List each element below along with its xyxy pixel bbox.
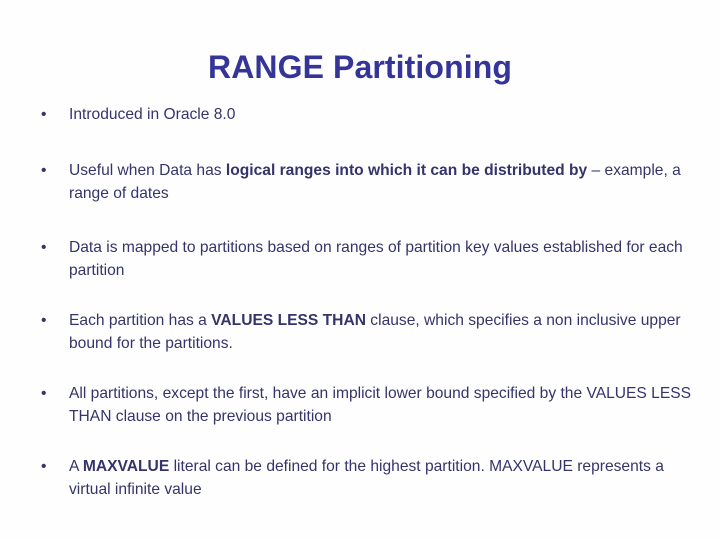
list-item: • Each partition has a VALUES LESS THAN … (38, 309, 698, 355)
bullet-marker-icon: • (41, 458, 47, 475)
bullet-marker-icon: • (41, 312, 47, 329)
list-item-text: Each partition has a VALUES LESS THAN cl… (69, 312, 681, 352)
list-item-text: A MAXVALUE literal can be defined for th… (69, 458, 664, 498)
list-item-text: Useful when Data has logical ranges into… (69, 162, 681, 202)
list-item: • Introduced in Oracle 8.0 (38, 103, 698, 126)
list-item: • Useful when Data has logical ranges in… (38, 159, 698, 205)
bullet-marker-icon: • (41, 239, 47, 256)
list-item: • All partitions, except the first, have… (38, 382, 698, 428)
page-title: RANGE Partitioning (207, 49, 513, 86)
bullet-marker-icon: • (41, 385, 47, 402)
bullet-marker-icon: • (41, 162, 47, 179)
bullet-list: • Introduced in Oracle 8.0 • Useful when… (38, 103, 698, 501)
list-item-text: Data is mapped to partitions based on ra… (69, 239, 683, 279)
list-item-text: Introduced in Oracle 8.0 (69, 106, 236, 123)
list-item-text: All partitions, except the first, have a… (69, 385, 692, 425)
bullet-marker-icon: • (41, 106, 47, 123)
list-item: • A MAXVALUE literal can be defined for … (38, 455, 698, 501)
list-item: • Data is mapped to partitions based on … (38, 236, 698, 282)
